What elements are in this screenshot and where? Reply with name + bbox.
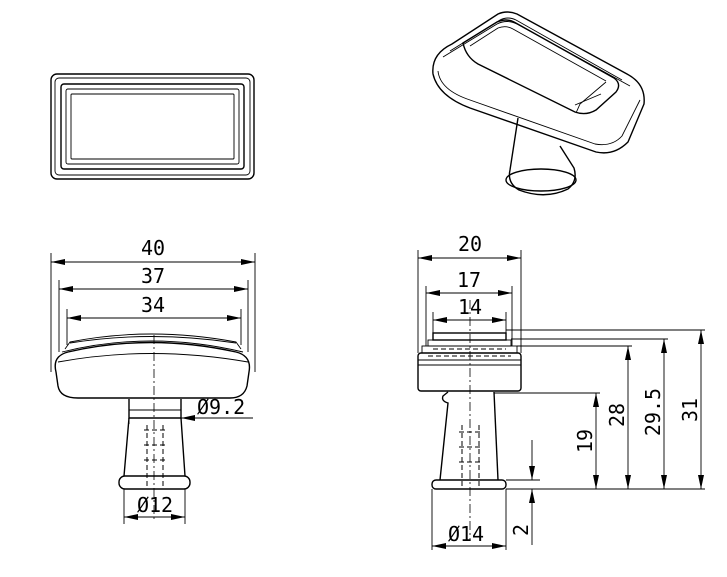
dim-label-front-37: 37: [141, 264, 165, 288]
side-dimensions: [417, 250, 705, 550]
dim-label-front-40: 40: [141, 236, 165, 260]
front-dimensions: [50, 253, 256, 524]
dim-label-height-31: 31: [678, 398, 702, 422]
dim-label-height-28: 28: [605, 403, 629, 427]
dim-label-front-34: 34: [141, 293, 165, 317]
dim-label-front-neck-diameter: Ø9.2: [197, 395, 245, 419]
dim-label-height-2: 2: [509, 524, 533, 536]
dim-label-side-17: 17: [457, 268, 481, 292]
top-view: [50, 73, 255, 180]
dim-label-height-19: 19: [573, 429, 597, 453]
dim-label-side-14: 14: [458, 295, 482, 319]
dim-label-side-base-diameter: Ø14: [448, 522, 484, 546]
dim-label-side-20: 20: [458, 232, 482, 256]
isometric-view: [432, 11, 645, 196]
side-view: [417, 300, 522, 540]
dim-label-front-base-diameter: Ø12: [137, 493, 173, 517]
dim-label-height-29-5: 29.5: [641, 388, 665, 436]
